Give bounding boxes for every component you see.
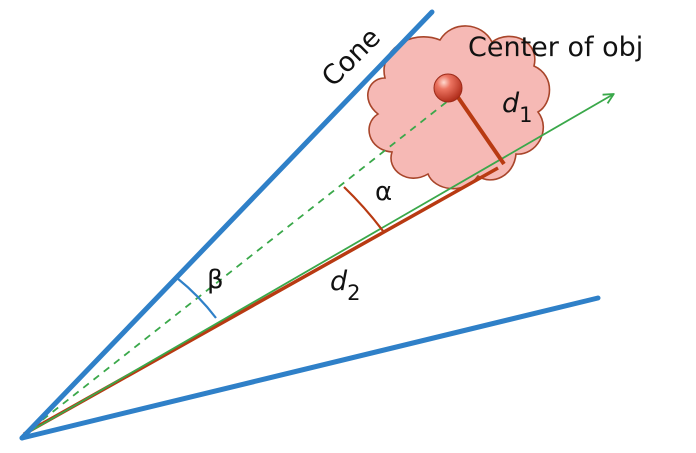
center-direction-line	[21, 92, 459, 437]
center-of-obj-label: Center of obj	[468, 32, 643, 63]
alpha-angle-arc	[343, 186, 384, 232]
d2-label-main: d	[330, 266, 348, 297]
d2-label-sub: 2	[347, 281, 360, 305]
axis-arrow	[21, 95, 612, 437]
object-cloud	[367, 25, 551, 190]
cone-lower-edge	[19, 295, 601, 441]
object-center-sphere	[433, 73, 463, 103]
d1-label-main: d	[502, 88, 520, 119]
d1-line	[451, 88, 506, 166]
beta-angle-arc	[176, 277, 217, 319]
cone-upper-edge	[19, 9, 435, 441]
beta-label: β	[207, 265, 224, 295]
d1-label: d1	[502, 88, 533, 127]
alpha-label: α	[375, 177, 392, 207]
d1-label-sub: 1	[519, 103, 532, 127]
d2-label: d2	[330, 266, 361, 305]
